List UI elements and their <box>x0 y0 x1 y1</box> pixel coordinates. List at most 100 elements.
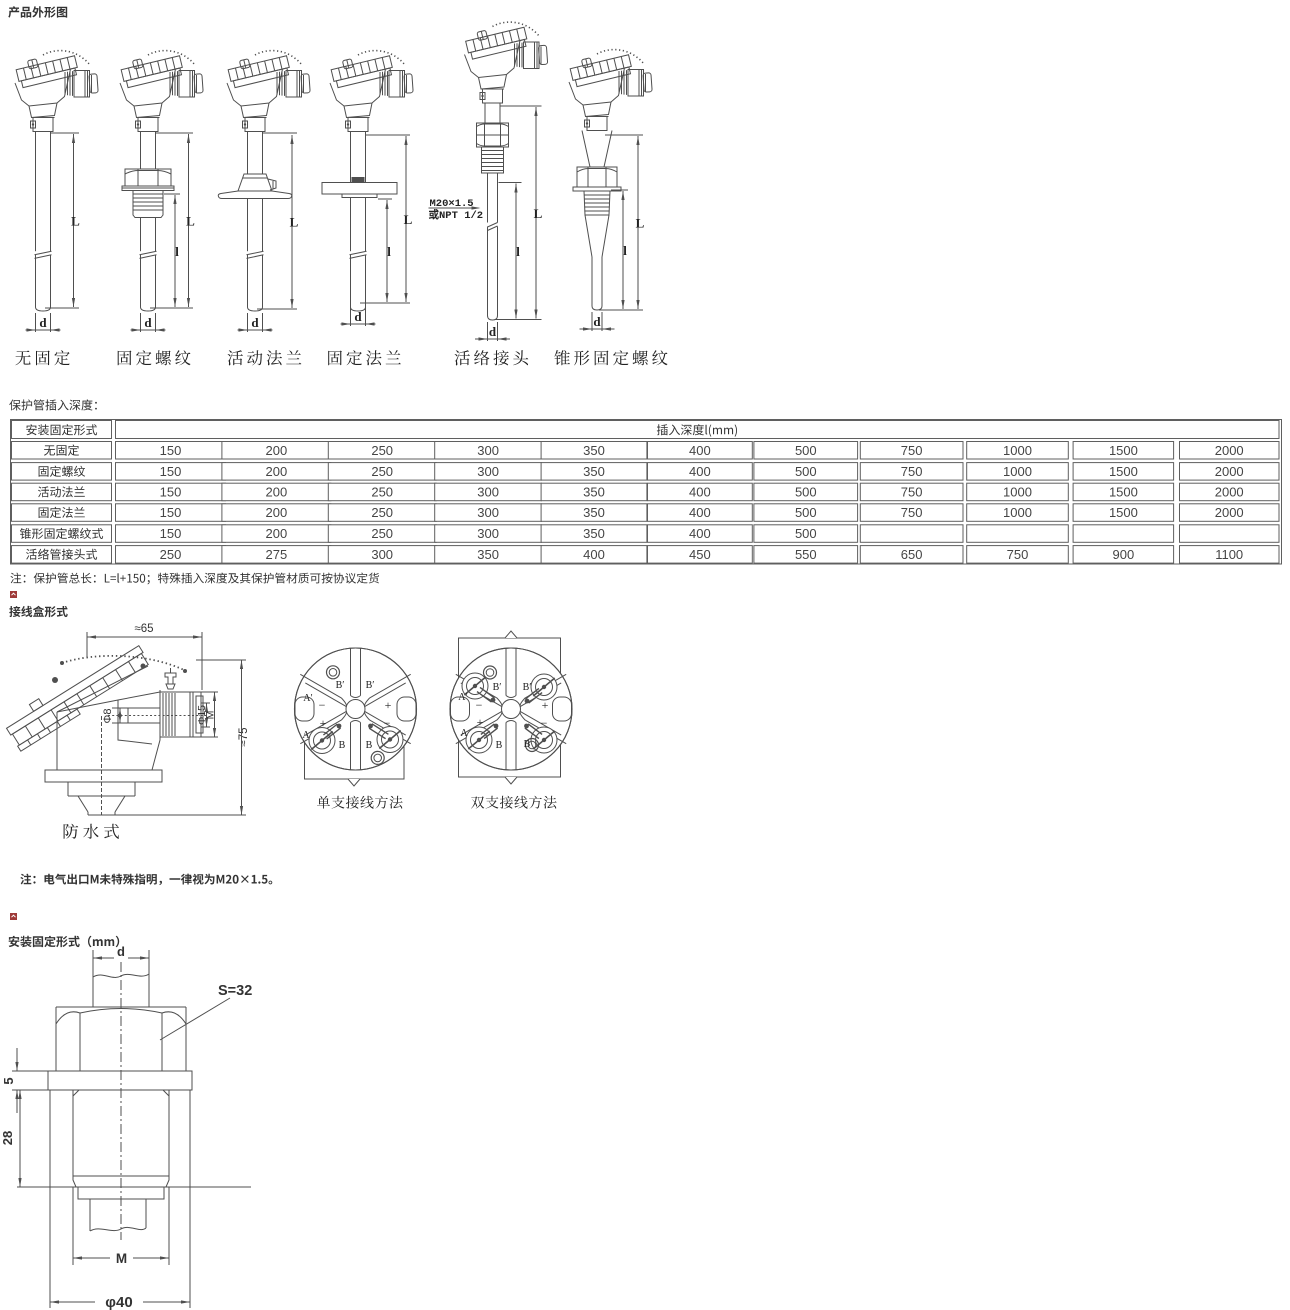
svg-text:L: L <box>290 215 299 230</box>
svg-text:≈65: ≈65 <box>134 623 153 635</box>
svg-text:Φ8: Φ8 <box>102 709 114 724</box>
svg-text:+: + <box>320 716 327 730</box>
svg-text:550: 550 <box>795 547 817 562</box>
svg-text:2000: 2000 <box>1215 464 1244 479</box>
svg-text:150: 150 <box>160 526 182 541</box>
svg-text:350: 350 <box>477 547 499 562</box>
svg-text:750: 750 <box>901 505 923 520</box>
svg-text:B: B <box>496 740 503 751</box>
svg-text:150: 150 <box>160 464 182 479</box>
svg-text:500: 500 <box>795 526 817 541</box>
svg-text:+: + <box>385 698 392 712</box>
svg-text:1000: 1000 <box>1003 485 1032 500</box>
svg-text:500: 500 <box>795 464 817 479</box>
svg-text:l: l <box>175 244 179 259</box>
svg-text:d: d <box>354 309 362 324</box>
svg-text:M: M <box>205 711 217 720</box>
svg-text:350: 350 <box>583 464 605 479</box>
svg-text:1500: 1500 <box>1109 443 1138 458</box>
svg-text:400: 400 <box>689 443 711 458</box>
svg-text:B: B <box>524 739 531 750</box>
svg-text:2000: 2000 <box>1215 485 1244 500</box>
svg-text:400: 400 <box>689 526 711 541</box>
svg-text:d: d <box>251 315 259 330</box>
svg-text:250: 250 <box>371 485 393 500</box>
svg-text:B′: B′ <box>336 680 345 691</box>
svg-text:750: 750 <box>1007 547 1029 562</box>
svg-text:400: 400 <box>583 547 605 562</box>
svg-text:750: 750 <box>901 443 923 458</box>
svg-text:−: − <box>384 716 391 730</box>
svg-text:400: 400 <box>689 505 711 520</box>
svg-text:2000: 2000 <box>1215 443 1244 458</box>
svg-text:1500: 1500 <box>1109 485 1138 500</box>
svg-text:500: 500 <box>795 505 817 520</box>
svg-text:250: 250 <box>371 526 393 541</box>
svg-text:B′: B′ <box>493 682 502 693</box>
svg-text:S=32: S=32 <box>218 983 252 999</box>
svg-text:+: + <box>542 698 549 712</box>
svg-text:275: 275 <box>266 547 288 562</box>
svg-text:350: 350 <box>583 443 605 458</box>
svg-text:1000: 1000 <box>1003 443 1032 458</box>
svg-text:或NPT 1/2: 或NPT 1/2 <box>429 208 484 222</box>
svg-text:B′: B′ <box>523 682 532 693</box>
svg-text:400: 400 <box>689 485 711 500</box>
svg-text:200: 200 <box>266 443 288 458</box>
svg-text:200: 200 <box>266 464 288 479</box>
svg-text:l: l <box>387 244 391 259</box>
svg-text:250: 250 <box>371 464 393 479</box>
svg-text:L: L <box>534 206 543 221</box>
svg-text:L: L <box>71 214 80 229</box>
svg-text:450: 450 <box>689 547 711 562</box>
svg-text:M: M <box>116 1251 127 1266</box>
svg-text:M20×1.5: M20×1.5 <box>430 198 474 210</box>
svg-text:1100: 1100 <box>1215 547 1243 562</box>
svg-text:500: 500 <box>795 443 817 458</box>
svg-text:1500: 1500 <box>1109 505 1138 520</box>
svg-text:L: L <box>186 214 195 229</box>
svg-text:5: 5 <box>1 1077 16 1084</box>
svg-text:150: 150 <box>160 443 182 458</box>
svg-text:150: 150 <box>160 505 182 520</box>
svg-text:300: 300 <box>477 443 499 458</box>
svg-text:d: d <box>117 944 125 959</box>
svg-text:1500: 1500 <box>1109 464 1138 479</box>
svg-text:L: L <box>404 212 413 227</box>
svg-text:250: 250 <box>371 505 393 520</box>
svg-text:200: 200 <box>266 526 288 541</box>
svg-text:300: 300 <box>477 505 499 520</box>
svg-text:1000: 1000 <box>1003 505 1032 520</box>
svg-text:350: 350 <box>583 505 605 520</box>
svg-text:+: + <box>477 715 484 729</box>
svg-text:d: d <box>593 314 601 329</box>
svg-text:350: 350 <box>583 485 605 500</box>
svg-text:300: 300 <box>371 547 393 562</box>
svg-text:300: 300 <box>477 526 499 541</box>
svg-text:L: L <box>636 216 645 231</box>
svg-text:2000: 2000 <box>1215 505 1244 520</box>
svg-text:−: − <box>319 698 326 712</box>
svg-text:A′: A′ <box>458 692 467 703</box>
svg-text:A′: A′ <box>303 693 312 704</box>
svg-text:d: d <box>144 315 152 330</box>
svg-text:d: d <box>39 315 47 330</box>
svg-text:150: 150 <box>160 485 182 500</box>
svg-text:≈75: ≈75 <box>238 727 250 746</box>
svg-text:l: l <box>623 243 627 258</box>
svg-text:300: 300 <box>477 485 499 500</box>
svg-text:350: 350 <box>583 526 605 541</box>
svg-text:900: 900 <box>1113 547 1135 562</box>
svg-text:28: 28 <box>0 1131 15 1145</box>
svg-text:d: d <box>489 324 497 339</box>
svg-text:250: 250 <box>160 547 182 562</box>
svg-text:B: B <box>339 740 346 751</box>
svg-text:500: 500 <box>795 485 817 500</box>
svg-text:200: 200 <box>266 505 288 520</box>
svg-text:250: 250 <box>371 443 393 458</box>
svg-text:−: − <box>541 716 548 730</box>
svg-text:750: 750 <box>901 464 923 479</box>
svg-text:B: B <box>366 740 373 751</box>
svg-text:−: − <box>476 698 483 712</box>
svg-text:A: A <box>460 728 468 739</box>
